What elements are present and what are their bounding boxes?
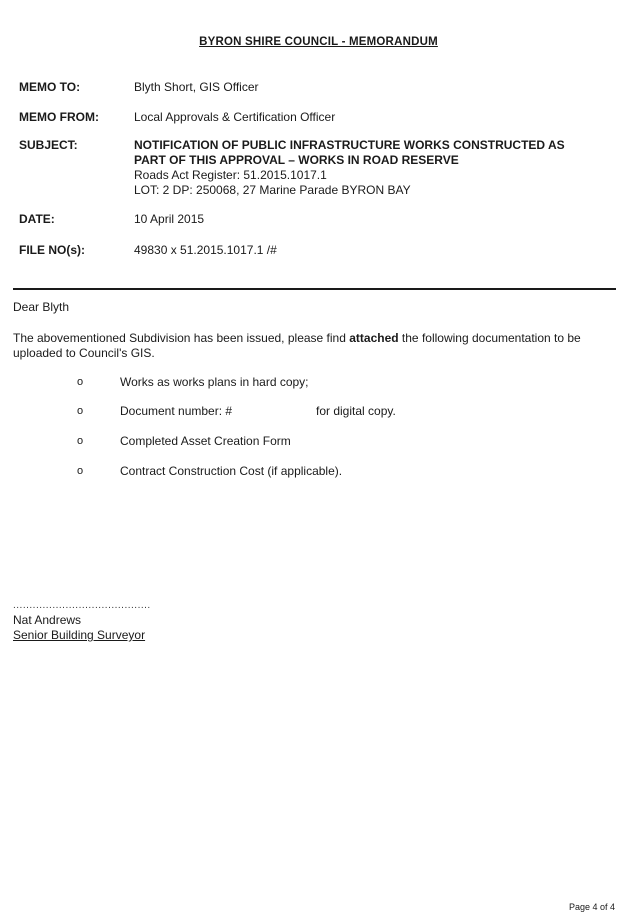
date-value: 10 April 2015 <box>134 212 205 226</box>
salutation: Dear Blyth <box>13 300 70 314</box>
bullet-circle-icon: o <box>77 376 84 388</box>
bullet-circle-icon: o <box>77 465 84 477</box>
file-no-label: FILE NO(s): <box>19 243 85 257</box>
subject-line-2: PART OF THIS APPROVAL – WORKS IN ROAD RE… <box>134 153 459 167</box>
paragraph-text-before: The abovementioned Subdivision has been … <box>13 331 350 345</box>
list-item-extra-text: for digital copy. <box>316 404 396 418</box>
signatory-name: Nat Andrews <box>13 613 82 627</box>
memo-to-value: Blyth Short, GIS Officer <box>134 80 259 94</box>
header-divider <box>13 288 616 290</box>
paragraph-text-bold: attached <box>349 331 399 345</box>
date-label: DATE: <box>19 212 55 226</box>
list-item-text: Works as works plans in hard copy; <box>120 375 309 389</box>
subject-label: SUBJECT: <box>19 138 78 152</box>
subject-value: NOTIFICATION OF PUBLIC INFRASTRUCTURE WO… <box>134 138 614 198</box>
list-item-text: Completed Asset Creation Form <box>120 434 291 448</box>
memo-to-label: MEMO TO: <box>19 80 81 94</box>
page-number: Page 4 of 4 <box>568 902 615 912</box>
memo-from-value: Local Approvals & Certification Officer <box>134 110 336 124</box>
signature-line: ........................................… <box>13 600 151 611</box>
list-item-text: Contract Construction Cost (if applicabl… <box>120 464 343 478</box>
file-no-value: 49830 x 51.2015.1017.1 /# <box>134 243 277 257</box>
body-paragraph: The abovementioned Subdivision has been … <box>13 331 618 361</box>
signatory-title: Senior Building Surveyor <box>13 628 146 642</box>
memo-title: BYRON SHIRE COUNCIL - MEMORANDUM <box>199 36 438 48</box>
memo-from-label: MEMO FROM: <box>19 110 99 124</box>
list-item-text: Document number: # <box>120 404 233 418</box>
subject-line-4: LOT: 2 DP: 250068, 27 Marine Parade BYRO… <box>134 183 411 197</box>
bullet-circle-icon: o <box>77 435 84 447</box>
subject-line-1: NOTIFICATION OF PUBLIC INFRASTRUCTURE WO… <box>134 138 565 152</box>
subject-line-3: Roads Act Register: 51.2015.1017.1 <box>134 168 327 182</box>
bullet-circle-icon: o <box>77 405 84 417</box>
paragraph-text-after: the following documentation to be upload… <box>13 331 581 360</box>
